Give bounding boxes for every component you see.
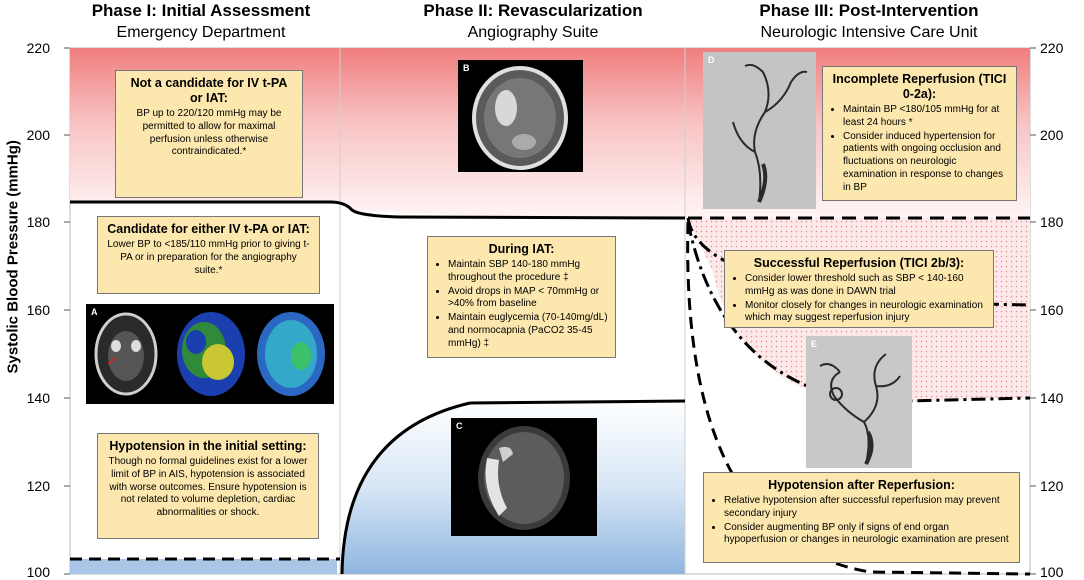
phase2-header: Phase II: Revascularization Angiography … xyxy=(352,0,714,44)
during-iat-item: Maintain SBP 140-180 mmHg throughout the… xyxy=(448,259,608,285)
hypotension-initial-box: Hypotension in the initial setting: Thou… xyxy=(97,433,319,539)
phase3-title: Phase III: Post-Intervention xyxy=(759,1,979,20)
hypotension-after-item: Consider augmenting BP only if signs of … xyxy=(724,522,1012,548)
hypotension-initial-title: Hypotension in the initial setting: xyxy=(109,439,307,453)
phase1-header: Phase I: Initial Assessment Emergency De… xyxy=(20,0,382,44)
panel-b-label: B xyxy=(463,63,470,73)
phase1-title: Phase I: Initial Assessment xyxy=(91,1,311,20)
tick-left-140: 140 xyxy=(26,390,50,406)
tick-right-200: 200 xyxy=(1040,127,1064,143)
not-candidate-body: BP up to 220/120 mmHg may be permitted t… xyxy=(136,108,282,158)
angiogram-panel-d: D xyxy=(703,52,816,209)
during-iat-item: Avoid drops in MAP < 70mmHg or >40% from… xyxy=(448,286,608,312)
phase3-subtitle: Neurologic Intensive Care Unit xyxy=(760,24,978,41)
tick-right-160: 160 xyxy=(1040,302,1064,318)
panel-d-label: D xyxy=(708,55,715,65)
tick-left-180: 180 xyxy=(26,214,50,230)
phase1-subtitle: Emergency Department xyxy=(116,24,286,41)
hypotension-after-box: Hypotension after Reperfusion: Relative … xyxy=(703,472,1020,563)
hypotension-dashed-line xyxy=(686,221,1031,576)
brain-ct-panel-b: B xyxy=(458,60,583,172)
tick-left-100: 100 xyxy=(26,564,50,580)
incomplete-reperfusion-title: Incomplete Reperfusion (TICI 0-2a): xyxy=(832,72,1007,101)
during-iat-list: Maintain SBP 140-180 mmHg throughout the… xyxy=(435,259,608,351)
y-axis-ticks xyxy=(64,47,1036,575)
during-iat-item: Maintain euglycemia (70-140mg/dL) and no… xyxy=(448,312,608,350)
during-iat-title: During IAT: xyxy=(488,242,555,256)
candidate-title: Candidate for either IV t-PA or IAT: xyxy=(107,222,310,236)
panel-e-label: E xyxy=(811,339,818,349)
tick-left-220: 220 xyxy=(26,40,50,56)
tick-left-120: 120 xyxy=(26,478,50,494)
tick-left-200: 200 xyxy=(26,127,50,143)
low-bp-zone-phase1 xyxy=(70,559,337,574)
tick-left-160: 160 xyxy=(26,302,50,318)
panel-c-label: C xyxy=(456,421,463,431)
phase3-header: Phase III: Post-Intervention Neurologic … xyxy=(688,0,1050,44)
incomplete-reperfusion-box: Incomplete Reperfusion (TICI 0-2a): Main… xyxy=(822,66,1017,201)
phase2-subtitle: Angiography Suite xyxy=(467,24,599,41)
not-candidate-box: Not a candidate for IV t-PA or IAT: BP u… xyxy=(115,70,303,198)
hypotension-initial-body: Though no formal guidelines exist for a … xyxy=(108,456,308,519)
brain-dwi-image xyxy=(478,426,570,530)
not-candidate-title: Not a candidate for IV t-PA or IAT: xyxy=(130,76,288,105)
hypotension-after-list: Relative hypotension after successful re… xyxy=(711,495,1012,547)
candidate-box: Candidate for either IV t-PA or IAT: Low… xyxy=(97,216,320,294)
hypotension-after-item: Relative hypotension after successful re… xyxy=(724,495,1012,521)
incomplete-reperfusion-item: Consider induced hypertension for patien… xyxy=(843,131,1009,195)
incomplete-reperfusion-list: Maintain BP <180/105 mmHg for at least 2… xyxy=(830,104,1009,195)
brain-ct-hemorrhage-image xyxy=(472,66,568,170)
tick-right-140: 140 xyxy=(1040,390,1064,406)
successful-reperfusion-title: Successful Reperfusion (TICI 2b/3): xyxy=(753,256,965,270)
successful-reperfusion-list: Consider lower threshold such as SBP < 1… xyxy=(732,273,986,325)
brain-ct-image xyxy=(94,312,325,396)
successful-reperfusion-item: Consider lower threshold such as SBP < 1… xyxy=(745,273,986,299)
upper-threshold-line xyxy=(70,200,686,220)
incomplete-reperfusion-item: Maintain BP <180/105 mmHg for at least 2… xyxy=(843,104,1009,130)
tick-right-120: 120 xyxy=(1040,478,1064,494)
ct-perfusion-panel-a: A xyxy=(86,304,334,404)
phase2-title: Phase II: Revascularization xyxy=(423,1,643,20)
candidate-body: Lower BP to <185/110 mmHg prior to givin… xyxy=(107,239,310,276)
tick-right-220: 220 xyxy=(1040,40,1064,56)
panel-a-label: A xyxy=(91,307,98,317)
during-iat-box: During IAT: Maintain SBP 140-180 mmHg th… xyxy=(427,236,616,358)
brain-mri-panel-c: C xyxy=(451,418,597,536)
tick-right-180: 180 xyxy=(1040,214,1064,230)
successful-reperfusion-item: Monitor closely for changes in neurologi… xyxy=(745,300,986,326)
angiogram-image-e xyxy=(806,336,912,468)
tick-right-100: 100 xyxy=(1040,564,1064,580)
lower-threshold-curve xyxy=(340,399,686,575)
angiogram-panel-e: E xyxy=(806,336,912,468)
hypotension-after-title: Hypotension after Reperfusion: xyxy=(768,478,955,492)
angiogram-image-d xyxy=(703,52,816,209)
successful-reperfusion-box: Successful Reperfusion (TICI 2b/3): Cons… xyxy=(724,250,994,328)
